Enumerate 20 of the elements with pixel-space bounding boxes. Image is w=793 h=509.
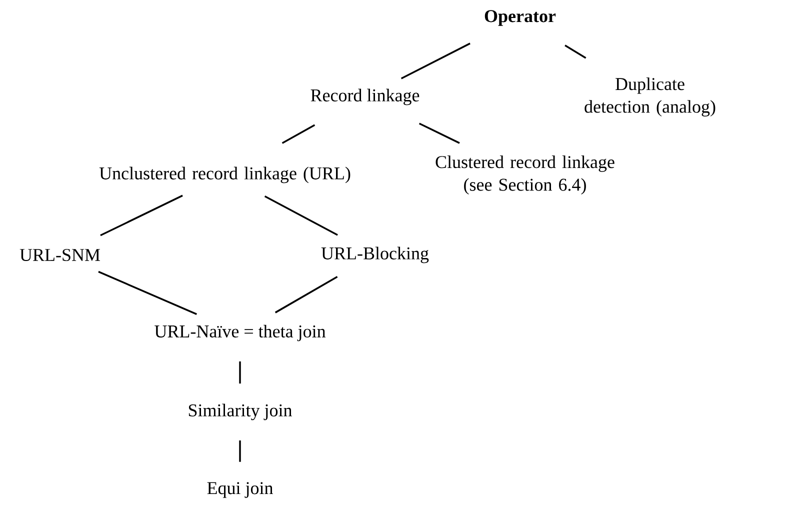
tree-label: Duplicate detection (analog): [584, 77, 716, 117]
tree-edge: [98, 270, 197, 315]
tree-edge: [100, 194, 183, 236]
tree-label: Similarity join: [188, 404, 292, 420]
tree-label: Clustered record linkage (see Section 6.4): [436, 156, 614, 194]
tree-label: Record linkage: [310, 88, 420, 106]
tree-label: Unclustered record linkage (URL): [99, 166, 350, 184]
tree-edge: [239, 440, 241, 462]
tree-edge: [274, 276, 338, 314]
tree-label: Operator: [484, 10, 556, 26]
tree-edge: [239, 361, 241, 384]
tree-label: URL-SNM: [20, 248, 100, 262]
tree-label: URL-Naïve = theta join: [154, 324, 326, 342]
tree-label: Equi join: [207, 482, 273, 498]
tree-edge: [564, 44, 586, 59]
tree-label: URL-Blocking: [321, 246, 429, 264]
tree-edge: [282, 124, 316, 144]
tree-edge: [418, 122, 460, 144]
tree-edge: [400, 42, 470, 80]
tree-edge: [264, 195, 338, 236]
